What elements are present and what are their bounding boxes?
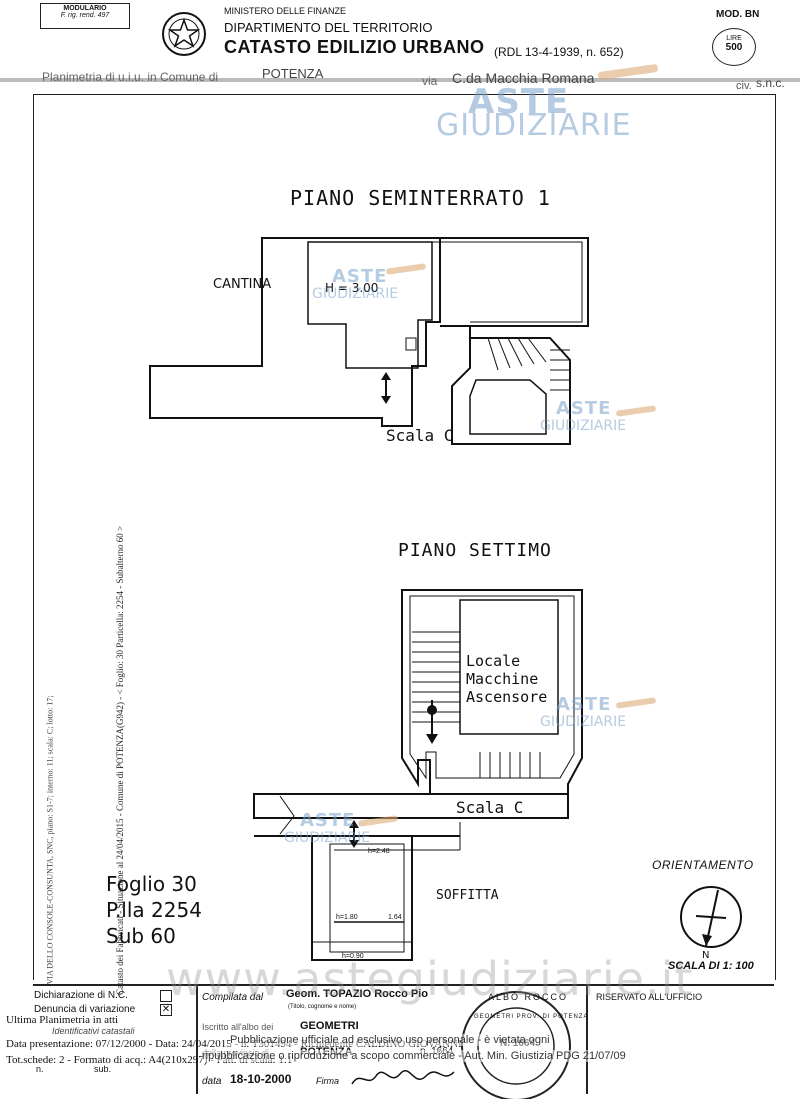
watermark-aste-3: ASTE bbox=[556, 398, 612, 419]
seminterrato-title: PIANO SEMINTERRATO 1 bbox=[290, 186, 551, 210]
footer-col-1 bbox=[196, 984, 198, 1094]
footer-top-line bbox=[33, 984, 774, 986]
sub-label: Sub 60 bbox=[106, 924, 176, 948]
soffitta-height-164: 1.64 bbox=[388, 914, 402, 921]
firma-label: Firma bbox=[316, 1076, 339, 1086]
soffitta-label: SOFFITTA bbox=[436, 888, 499, 903]
soffitta-height-248: h=2.48 bbox=[368, 848, 390, 855]
watermark-giudiziarie-3: GIUDIZIARIE bbox=[540, 418, 627, 434]
identificativi-label: Identificativi catastali bbox=[52, 1026, 135, 1036]
cantina-height: H = 3.00 bbox=[325, 281, 379, 295]
soffitta-height-090: h=0.90 bbox=[342, 953, 364, 960]
watermark-aste-5: ASTE bbox=[300, 810, 356, 831]
stamp-ring-text: GEOMETRI PROV. DI POTENZA bbox=[474, 1014, 589, 1020]
iscritto-label: Iscritto all'albo dei bbox=[202, 1022, 274, 1032]
watermark-giudiziarie-4: GIUDIZIARIE bbox=[540, 714, 627, 730]
via-label: via bbox=[422, 74, 438, 88]
cantina-label: CANTINA bbox=[213, 277, 272, 292]
modulario-box: MODULARIO F. rig. rend. 497 bbox=[40, 3, 130, 29]
locale-line-2: Macchine bbox=[466, 670, 539, 688]
settimo-plan bbox=[253, 589, 583, 961]
plla-label: P.lla 2254 bbox=[106, 898, 202, 922]
orientation-title: ORIENTAMENTO bbox=[652, 858, 754, 872]
pubblicazione-line-2: ripubblicazione o riproduzione a scopo c… bbox=[202, 1050, 626, 1062]
civ-value: s.n.c. bbox=[756, 76, 785, 90]
comune-value: POTENZA bbox=[262, 66, 324, 81]
riservato-label: RISERVATO ALL'UFFICIO bbox=[596, 992, 703, 1002]
geom-name: Geom. TOPAZIO Rocco Pio bbox=[286, 988, 429, 1000]
professional-stamp bbox=[446, 984, 586, 1099]
settimo-title: PIANO SETTIMO bbox=[398, 540, 552, 561]
ministry-label: MINISTERO DELLE FINANZE bbox=[224, 6, 347, 16]
watermark-url: www.astegiudiziarie.it bbox=[166, 952, 694, 1006]
seminterrato-plan bbox=[149, 237, 589, 445]
plan-frame bbox=[33, 94, 776, 980]
side-caption-2: VIA DELLO CONSOLE-CONSUNTA, SNC, piano: … bbox=[45, 695, 55, 985]
scale-label: SCALA DI 1: 100 bbox=[668, 960, 754, 972]
modulario-title: MODULARIO bbox=[63, 5, 107, 12]
titolo-hint: (Titolo, cognome e nome) bbox=[288, 1004, 357, 1010]
footer-col-2 bbox=[586, 984, 588, 1094]
foglio-label: Foglio 30 bbox=[106, 872, 197, 896]
modulario-sub: F. rig. rend. 497 bbox=[60, 12, 110, 19]
sub-field-label: sub. bbox=[94, 1064, 112, 1074]
lire-badge: LIRE 500 bbox=[712, 28, 756, 66]
soffitta-height-180: h=1.80 bbox=[336, 914, 358, 921]
via-value: C.da Macchia Romana bbox=[452, 70, 595, 86]
geometri-value: GEOMETRI bbox=[300, 1020, 359, 1032]
data-label: data bbox=[202, 1076, 222, 1087]
watermark-giudiziarie-5: GIUDIZIARIE bbox=[284, 830, 371, 846]
locale-line-1: Locale bbox=[466, 652, 521, 670]
n-label: n. bbox=[36, 1064, 44, 1074]
rdl-label: (RDL 13-4-1939, n. 652) bbox=[494, 45, 624, 59]
dichiarazione-label: Dichiarazione di N.C. bbox=[34, 990, 128, 1001]
scala-c-label-2: Scala C bbox=[456, 798, 524, 817]
catasto-title: CATASTO EDILIZIO URBANO bbox=[224, 37, 485, 57]
locale-line-3: Ascensore bbox=[466, 688, 548, 706]
watermark-aste-4: ASTE bbox=[556, 694, 612, 715]
watermark-aste-2: ASTE bbox=[332, 266, 388, 287]
denuncia-checkbox[interactable]: ✕ bbox=[160, 1004, 172, 1016]
lire-label: LIRE bbox=[726, 35, 742, 42]
compass-icon bbox=[678, 884, 744, 950]
north-label: N bbox=[702, 950, 710, 961]
header-separator bbox=[0, 78, 800, 82]
watermark-aste-1: ASTE bbox=[468, 82, 570, 122]
watermark-giudiziarie-2: GIUDIZIARIE bbox=[312, 286, 399, 302]
ultima-label: Ultima Planimetria in atti bbox=[6, 1014, 119, 1026]
department-label: DIPARTIMENTO DEL TERRITORIO bbox=[224, 20, 433, 35]
republic-emblem bbox=[160, 8, 208, 60]
pubblicazione-line-1: Pubblicazione ufficiale ad esclusivo uso… bbox=[230, 1034, 550, 1046]
scala-c-label-1: Scala C bbox=[386, 426, 454, 445]
stamp-top-text: ALBO ROCCO bbox=[488, 992, 569, 1002]
compilata-label: Compilata dal bbox=[202, 992, 264, 1003]
data-value: 18-10-2000 bbox=[230, 1072, 292, 1086]
planimetria-label: Planimetria di u.i.u. in Comune di bbox=[42, 70, 219, 84]
mod-label: MOD. BN bbox=[716, 9, 760, 20]
lire-value: 500 bbox=[725, 42, 743, 53]
denuncia-label: Denuncia di variazione bbox=[34, 1004, 136, 1015]
watermark-giudiziarie-1: GIUDIZIARIE bbox=[436, 108, 632, 143]
signature bbox=[350, 1066, 470, 1090]
civ-label: civ. bbox=[736, 80, 752, 92]
dichiarazione-checkbox[interactable] bbox=[160, 990, 172, 1002]
